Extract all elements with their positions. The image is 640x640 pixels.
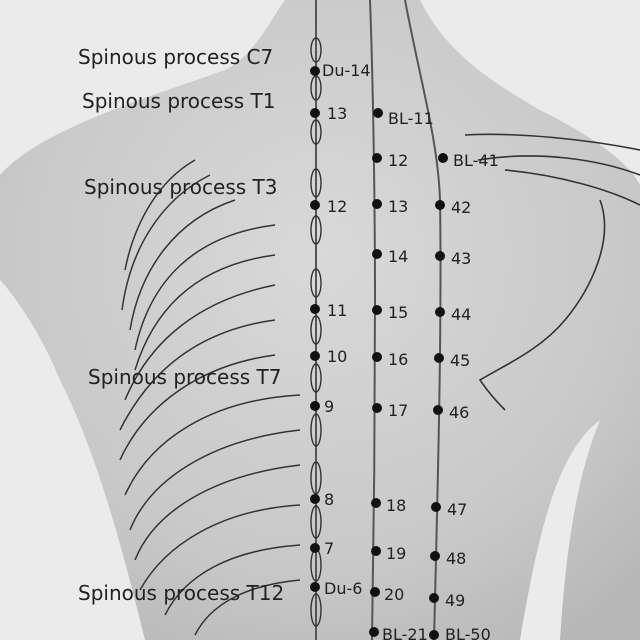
point-bl-12 bbox=[372, 153, 382, 163]
point-label-du-9: 9 bbox=[324, 397, 334, 416]
point-bl-44 bbox=[435, 307, 445, 317]
point-label-bl-45: 45 bbox=[450, 351, 470, 370]
point-bl-47 bbox=[431, 502, 441, 512]
point-bl-49 bbox=[429, 593, 439, 603]
point-label-du-12: 12 bbox=[327, 197, 347, 216]
point-label-bl-48: 48 bbox=[446, 549, 466, 568]
point-label-du-14: Du-14 bbox=[322, 61, 371, 80]
point-label-du-8: 8 bbox=[324, 490, 334, 509]
rib-lines bbox=[119, 159, 301, 636]
point-bl-46 bbox=[433, 405, 443, 415]
point-label-bl-42: 42 bbox=[451, 198, 471, 217]
point-label-du-11: 11 bbox=[327, 301, 347, 320]
point-du-13 bbox=[310, 108, 320, 118]
point-bl-15 bbox=[372, 305, 382, 315]
label-spinous-t3: Spinous process T3 bbox=[84, 175, 277, 199]
point-bl-17 bbox=[372, 403, 382, 413]
point-label-bl-43: 43 bbox=[451, 249, 471, 268]
point-bl-11 bbox=[373, 108, 383, 118]
point-label-bl-21: BL-21 bbox=[382, 625, 428, 640]
bl-outer-points bbox=[429, 153, 448, 640]
point-du-8 bbox=[310, 494, 320, 504]
point-label-bl-19: 19 bbox=[386, 544, 406, 563]
point-du-11 bbox=[310, 304, 320, 314]
point-label-bl-12: 12 bbox=[388, 151, 408, 170]
label-spinous-c7: Spinous process C7 bbox=[78, 45, 273, 69]
point-bl-41 bbox=[438, 153, 448, 163]
point-label-bl-15: 15 bbox=[388, 303, 408, 322]
point-label-bl-50: BL-50 bbox=[445, 625, 491, 640]
scapula-outline bbox=[464, 133, 640, 411]
point-bl-18 bbox=[371, 498, 381, 508]
point-bl-13 bbox=[372, 199, 382, 209]
point-label-du-7: 7 bbox=[324, 539, 334, 558]
label-spinous-t7: Spinous process T7 bbox=[88, 365, 281, 389]
point-label-bl-20: 20 bbox=[384, 585, 404, 604]
point-du-10 bbox=[310, 351, 320, 361]
bladder-inner-line bbox=[369, 0, 377, 640]
point-label-bl-44: 44 bbox=[451, 305, 471, 324]
point-bl-21 bbox=[369, 627, 379, 637]
point-label-bl-47: 47 bbox=[447, 500, 467, 519]
point-bl-50 bbox=[429, 630, 439, 640]
point-label-du-6: Du-6 bbox=[324, 579, 362, 598]
point-label-bl-13: 13 bbox=[388, 197, 408, 216]
point-bl-19 bbox=[371, 546, 381, 556]
point-du-6 bbox=[310, 582, 320, 592]
bl-inner-points bbox=[369, 108, 383, 637]
point-label-bl-46: 46 bbox=[449, 403, 469, 422]
point-label-du-10: 10 bbox=[327, 347, 347, 366]
point-label-bl-18: 18 bbox=[386, 496, 406, 515]
point-du-9 bbox=[310, 401, 320, 411]
point-label-bl-17: 17 bbox=[388, 401, 408, 420]
point-bl-42 bbox=[435, 200, 445, 210]
point-label-bl-49: 49 bbox=[445, 591, 465, 610]
point-bl-45 bbox=[434, 353, 444, 363]
point-label-bl-11: BL-11 bbox=[388, 109, 434, 128]
point-bl-16 bbox=[372, 352, 382, 362]
point-bl-43 bbox=[435, 251, 445, 261]
du-points bbox=[310, 66, 320, 592]
point-du-12 bbox=[310, 200, 320, 210]
point-label-bl-14: 14 bbox=[388, 247, 408, 266]
label-spinous-t12: Spinous process T12 bbox=[78, 581, 284, 605]
point-du-7 bbox=[310, 543, 320, 553]
point-label-du-13: 13 bbox=[327, 104, 347, 123]
point-du-14 bbox=[310, 66, 320, 76]
point-bl-14 bbox=[372, 249, 382, 259]
point-bl-20 bbox=[370, 587, 380, 597]
point-label-bl-41: BL-41 bbox=[453, 151, 499, 170]
point-bl-48 bbox=[430, 551, 440, 561]
vertebra-outlines bbox=[310, 37, 322, 627]
label-spinous-t1: Spinous process T1 bbox=[82, 89, 275, 113]
point-label-bl-16: 16 bbox=[388, 350, 408, 369]
